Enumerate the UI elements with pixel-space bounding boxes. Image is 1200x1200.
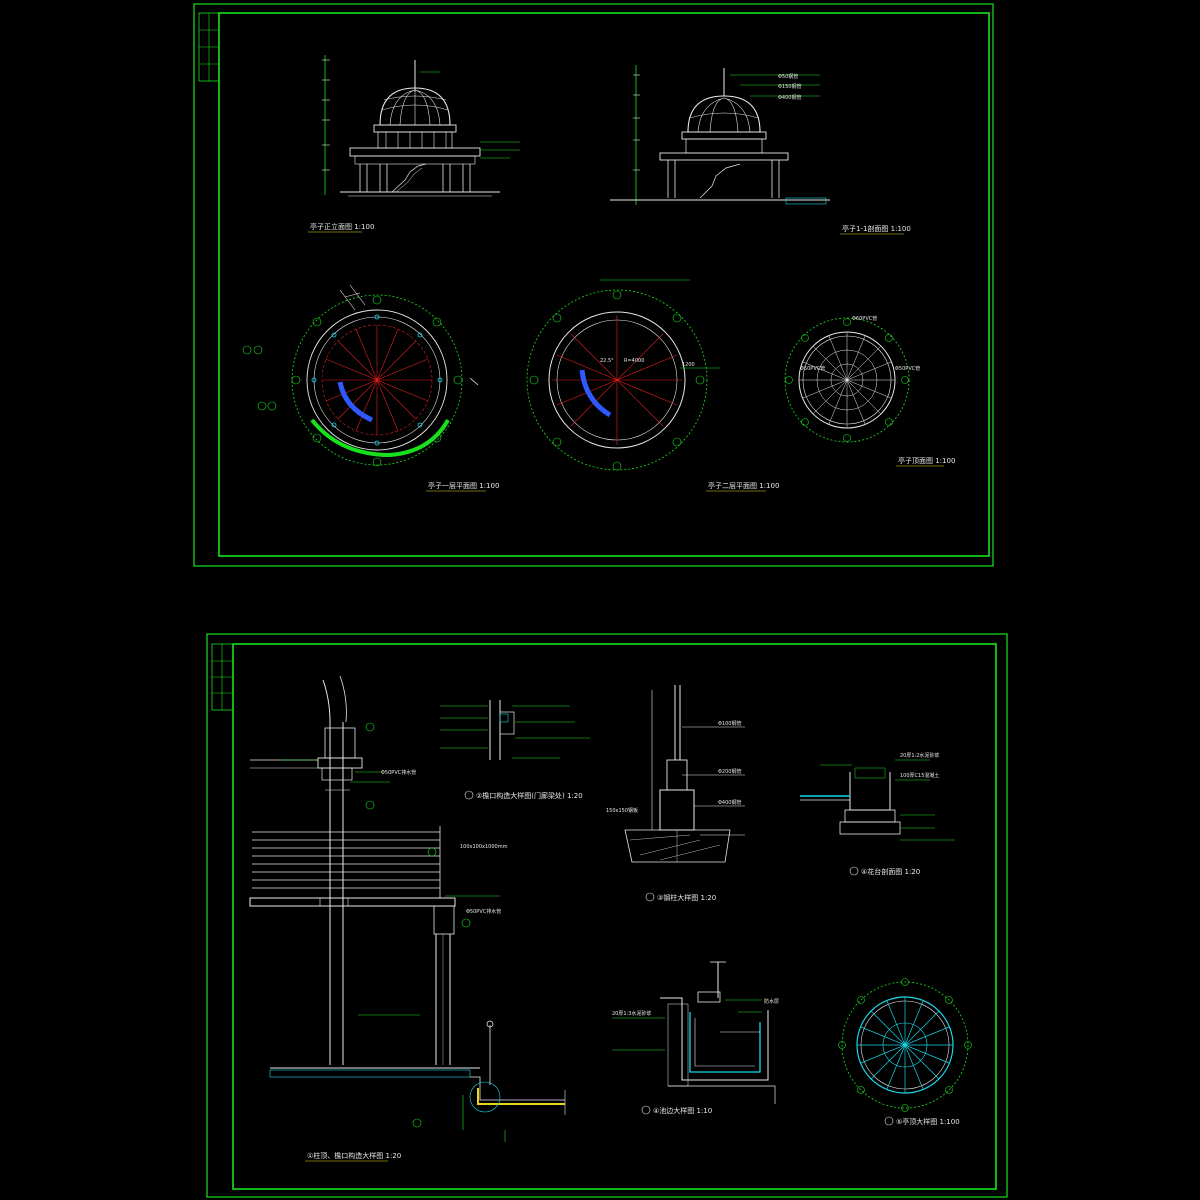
sheet-1: 亭子正立面图 1:100 bbox=[193, 3, 994, 567]
detail-4-planter: 20厚1:2水泥砂浆 100厚C15混凝土 bbox=[800, 752, 955, 841]
caption-detail-4-text: ④花台剖面图 1:20 bbox=[861, 867, 920, 876]
sheet-2-title-strip bbox=[211, 643, 234, 711]
plan-floor-1 bbox=[242, 284, 479, 467]
detail-6-roof-top bbox=[838, 978, 972, 1112]
label-dia-50: Φ50钢管 bbox=[778, 73, 798, 80]
label-angle: 22.5° bbox=[600, 358, 614, 364]
sheet-1-inner-border bbox=[218, 12, 990, 557]
caption-detail-3: ③钢柱大样图 1:20 bbox=[645, 892, 716, 902]
label-radius: R=4000 bbox=[624, 358, 644, 364]
label-layer-20: 20厚1:2水泥砂浆 bbox=[900, 752, 939, 759]
caption-detail-3-text: ③钢柱大样图 1:20 bbox=[657, 893, 716, 902]
front-elevation bbox=[322, 55, 520, 197]
sheet-1-title-strip bbox=[198, 12, 220, 82]
plan-floor-2: 1200 22.5° R=4000 bbox=[526, 279, 720, 471]
caption-detail-2-text: ②檐口构造大样图(门廊梁处) 1:20 bbox=[476, 791, 583, 800]
section-1-1: Φ50钢管 Φ150钢管 Φ400钢管 bbox=[610, 65, 830, 205]
caption-roof-plan: 亭子顶面图 1:100 bbox=[896, 456, 955, 467]
roof-plan: Φ60PVC管 Φ50PVC管 Φ50PVC管 bbox=[784, 315, 920, 443]
detail-5-pool-edge: 20厚1:3水泥砂浆 防水层 bbox=[612, 961, 779, 1104]
plan-floor-1-grid-bubbles bbox=[291, 295, 463, 467]
caption-detail-1-text: ①柱顶、檐口构造大样图 1:20 bbox=[307, 1151, 401, 1160]
label-pvc-1: Φ50PVC排水管 bbox=[381, 769, 416, 776]
caption-detail-6-text: ⑤亭顶大样图 1:100 bbox=[896, 1117, 960, 1126]
label-layer-100: 100厚C15混凝土 bbox=[900, 772, 939, 779]
label-dia-400: Φ400钢管 bbox=[778, 94, 801, 101]
caption-detail-5: ④池边大样图 1:10 bbox=[641, 1105, 712, 1115]
label-mortar: 20厚1:3水泥砂浆 bbox=[612, 1010, 651, 1017]
label-pipe-200: Φ200钢管 bbox=[718, 768, 741, 775]
sheet-2-outer-border bbox=[206, 633, 1008, 1198]
sheet-1-outer-border bbox=[193, 3, 994, 567]
label-pvc-2: Φ50PVC排水管 bbox=[466, 908, 501, 915]
caption-plan-floor-1-text: 亭子一层平面图 1:100 bbox=[428, 481, 499, 490]
caption-front-elevation-text: 亭子正立面图 1:100 bbox=[310, 222, 374, 231]
label-dia-150: Φ150钢管 bbox=[778, 83, 801, 90]
caption-detail-6: ⑤亭顶大样图 1:100 bbox=[884, 1116, 960, 1126]
label-pipe-400: Φ400钢管 bbox=[718, 799, 741, 806]
caption-detail-4: ④花台剖面图 1:20 bbox=[849, 866, 920, 876]
label-waterproof: 防水层 bbox=[764, 998, 779, 1005]
label-pvc-left: Φ50PVC管 bbox=[800, 365, 825, 372]
detail-2-cornice bbox=[440, 700, 590, 760]
caption-section-1-1-text: 亭子1-1剖面图 1:100 bbox=[842, 224, 911, 233]
label-pvc-right: Φ50PVC管 bbox=[895, 365, 920, 372]
label-pvc-top: Φ60PVC管 bbox=[852, 315, 877, 322]
label-base-150: 150x150钢板 bbox=[606, 807, 638, 814]
label-dim-1200: 1200 bbox=[682, 362, 695, 368]
caption-section-1-1: 亭子1-1剖面图 1:100 bbox=[840, 224, 911, 235]
detail-3-steel-column: Φ100钢管 Φ200钢管 Φ400钢管 150x150钢板 bbox=[606, 685, 745, 863]
caption-plan-floor-2: 亭子二层平面图 1:100 bbox=[706, 481, 779, 492]
label-wall-note: 100x100x1000mm bbox=[460, 844, 508, 850]
detail-1-section: Φ50PVC排水管 Φ50PVC排水管 100x100x1000mm bbox=[249, 675, 566, 1142]
sheet-2-inner-border bbox=[232, 643, 997, 1190]
caption-plan-floor-1: 亭子一层平面图 1:100 bbox=[426, 481, 499, 492]
caption-detail-5-text: ④池边大样图 1:10 bbox=[653, 1106, 712, 1115]
caption-roof-plan-text: 亭子顶面图 1:100 bbox=[898, 456, 955, 465]
caption-front-elevation: 亭子正立面图 1:100 bbox=[308, 222, 374, 233]
caption-detail-1: ①柱顶、檐口构造大样图 1:20 bbox=[305, 1151, 401, 1162]
caption-detail-2: ②檐口构造大样图(门廊梁处) 1:20 bbox=[464, 790, 583, 800]
caption-plan-floor-2-text: 亭子二层平面图 1:100 bbox=[708, 481, 779, 490]
label-pipe-100: Φ100钢管 bbox=[718, 720, 741, 727]
sheet-2: Φ50PVC排水管 Φ50PVC排水管 100x100x1000mm ①柱顶、檐… bbox=[206, 633, 1008, 1198]
